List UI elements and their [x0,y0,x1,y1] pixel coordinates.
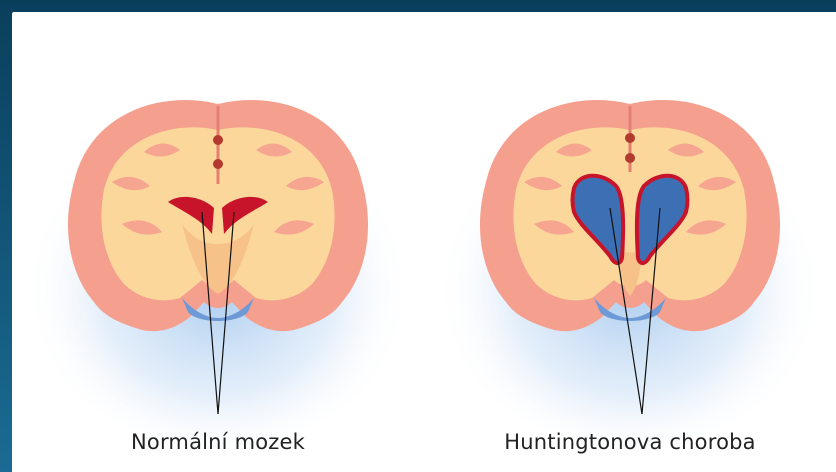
normal-brain-figure: Normální mozek [12,12,424,472]
normal-brain-illustration [12,12,424,472]
caption-huntington-brain: Huntingtonova choroba [424,430,836,454]
huntington-brain-illustration [424,12,836,472]
caption-normal-brain: Normální mozek [12,430,424,454]
diagram-panel: Normální mozek [12,12,836,472]
huntington-brain-figure: Huntingtonova choroba [424,12,836,472]
